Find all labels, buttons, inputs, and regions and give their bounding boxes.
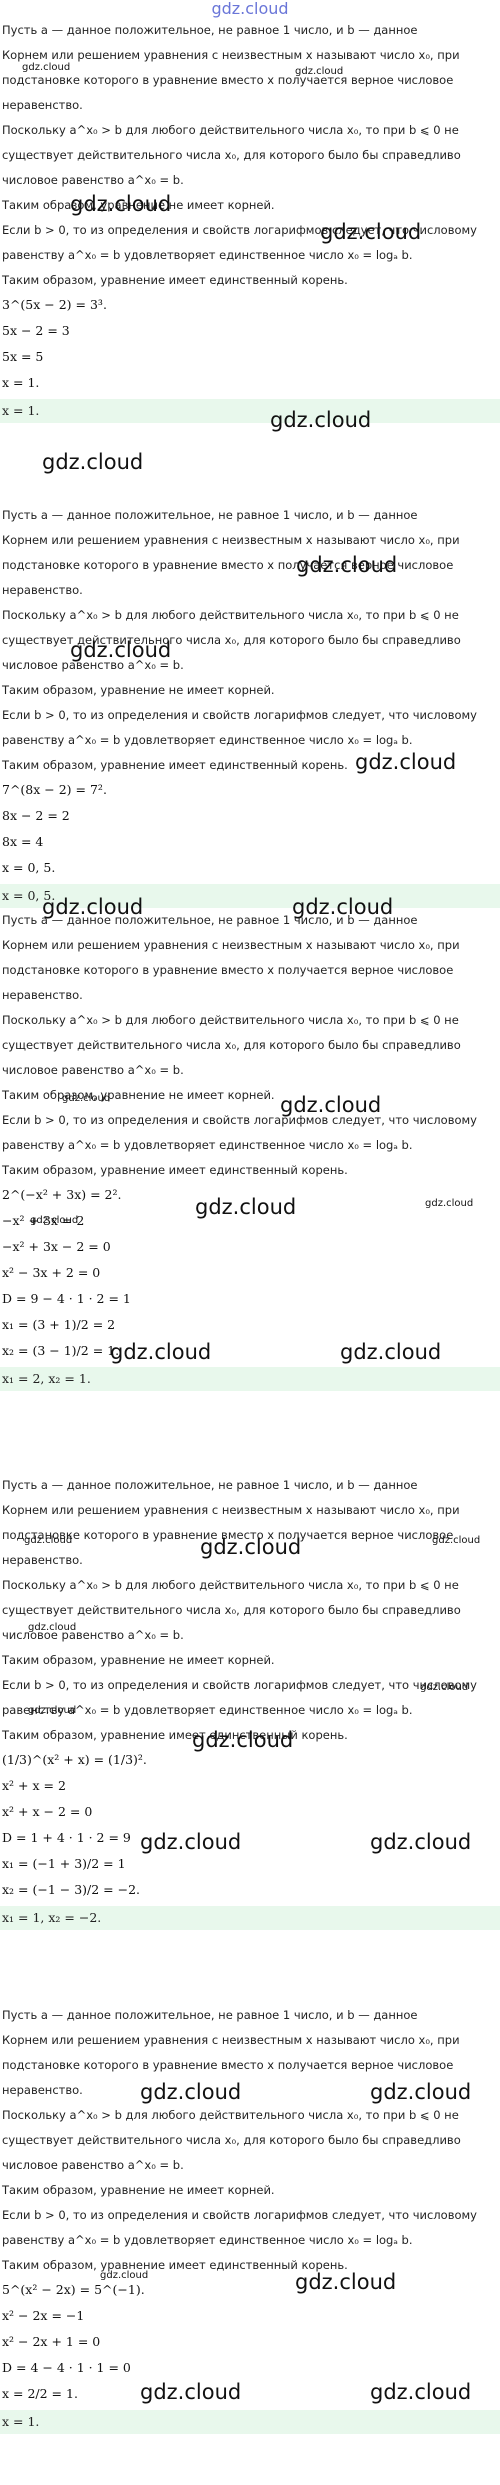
- theory-text: равенству a^x₀ = b удовлетворяет единств…: [2, 1138, 413, 1152]
- answer-box: x₁ = 1, x₂ = −2.: [0, 1906, 500, 1930]
- theory-text: Таким образом, уравнение не имеет корней…: [2, 1653, 275, 1667]
- theory-text: Пусть a — данное положительное, не равно…: [2, 508, 418, 522]
- theory-text: равенству a^x₀ = b удовлетворяет единств…: [2, 1703, 413, 1717]
- theory-text: подстановке которого в уравнение вместо …: [2, 2058, 454, 2072]
- solution-section-1: Пусть a — данное положительное, не равно…: [0, 20, 500, 423]
- theory-text: неравенство.: [2, 988, 83, 1002]
- theory-text: существует действительного числа x₀, для…: [2, 148, 461, 162]
- theory-text: неравенство.: [2, 2083, 83, 2097]
- math-step: D = 9 − 4 · 1 · 2 = 1: [2, 1291, 131, 1306]
- theory-text: Таким образом, уравнение не имеет корней…: [2, 2183, 275, 2197]
- solution-section-3: Пусть a — данное положительное, не равно…: [0, 910, 500, 1391]
- math-step: D = 1 + 4 · 1 · 2 = 9: [2, 1830, 131, 1845]
- theory-text: Таким образом, уравнение не имеет корней…: [2, 198, 275, 212]
- theory-text: существует действительного числа x₀, для…: [2, 1038, 461, 1052]
- theory-text: Поскольку a^x₀ > b для любого действител…: [2, 608, 459, 622]
- theory-text: подстановке которого в уравнение вместо …: [2, 73, 454, 87]
- math-step: D = 4 − 4 · 1 · 1 = 0: [2, 2360, 131, 2375]
- theory-text: равенству a^x₀ = b удовлетворяет единств…: [2, 733, 413, 747]
- theory-text: равенству a^x₀ = b удовлетворяет единств…: [2, 2233, 413, 2247]
- theory-text: Корнем или решением уравнения с неизвест…: [2, 48, 460, 62]
- math-step: x² − 2x + 1 = 0: [2, 2334, 101, 2349]
- theory-text: числовое равенство a^x₀ = b.: [2, 173, 184, 187]
- theory-text: Корнем или решением уравнения с неизвест…: [2, 2033, 460, 2047]
- answer-box: x = 0, 5.: [0, 884, 500, 908]
- math-step: x = 1.: [2, 375, 40, 390]
- math-step: 7^(8x − 2) = 7².: [2, 782, 107, 797]
- theory-text: Пусть a — данное положительное, не равно…: [2, 2008, 418, 2022]
- answer-box: x₁ = 2, x₂ = 1.: [0, 1367, 500, 1391]
- math-step: −x² + 3x − 2 = 0: [2, 1239, 111, 1254]
- theory-text: неравенство.: [2, 583, 83, 597]
- math-step: 2^(−x² + 3x) = 2².: [2, 1187, 122, 1202]
- math-step: x² + x = 2: [2, 1778, 66, 1793]
- theory-text: Если b > 0, то из определения и свойств …: [2, 1113, 477, 1127]
- theory-text: числовое равенство a^x₀ = b.: [2, 658, 184, 672]
- theory-text: подстановке которого в уравнение вместо …: [2, 1528, 454, 1542]
- theory-text: Таким образом, уравнение имеет единствен…: [2, 273, 348, 287]
- site-logo[interactable]: gdz.cloud: [211, 0, 289, 18]
- math-step: x₂ = (−1 − 3)/2 = −2.: [2, 1882, 141, 1897]
- theory-text: Таким образом, уравнение имеет единствен…: [2, 758, 348, 772]
- theory-text: Таким образом, уравнение имеет единствен…: [2, 1163, 348, 1177]
- theory-text: Таким образом, уравнение имеет единствен…: [2, 2258, 348, 2272]
- theory-text: Таким образом, уравнение не имеет корней…: [2, 683, 275, 697]
- theory-text: Пусть a — данное положительное, не равно…: [2, 913, 418, 927]
- math-step: 3^(5x − 2) = 3³.: [2, 297, 107, 312]
- theory-text: Если b > 0, то из определения и свойств …: [2, 223, 477, 237]
- theory-text: Пусть a — данное положительное, не равно…: [2, 23, 418, 37]
- theory-text: Таким образом, уравнение не имеет корней…: [2, 1088, 275, 1102]
- solution-section-5: Пусть a — данное положительное, не равно…: [0, 2005, 500, 2434]
- answer-box: x = 1.: [0, 2410, 500, 2434]
- math-step: x² − 2x = −1: [2, 2308, 85, 2323]
- theory-text: Поскольку a^x₀ > b для любого действител…: [2, 1578, 459, 1592]
- math-step: −x² + 3x = 2: [2, 1213, 85, 1228]
- theory-text: подстановке которого в уравнение вместо …: [2, 558, 454, 572]
- theory-text: числовое равенство a^x₀ = b.: [2, 1628, 184, 1642]
- theory-text: существует действительного числа x₀, для…: [2, 1603, 461, 1617]
- theory-text: Если b > 0, то из определения и свойств …: [2, 1678, 477, 1692]
- theory-text: Пусть a — данное положительное, не равно…: [2, 1478, 418, 1492]
- theory-text: неравенство.: [2, 1553, 83, 1567]
- math-step: (1/3)^(x² + x) = (1/3)².: [2, 1752, 147, 1767]
- theory-text: Корнем или решением уравнения с неизвест…: [2, 533, 460, 547]
- math-step: x₁ = (3 + 1)/2 = 2: [2, 1317, 116, 1332]
- theory-text: числовое равенство a^x₀ = b.: [2, 1063, 184, 1077]
- theory-text: существует действительного числа x₀, для…: [2, 2133, 461, 2147]
- math-step: x² + x − 2 = 0: [2, 1804, 93, 1819]
- solution-section-4: Пусть a — данное положительное, не равно…: [0, 1475, 500, 1930]
- theory-text: Если b > 0, то из определения и свойств …: [2, 708, 477, 722]
- math-step: 5x − 2 = 3: [2, 323, 70, 338]
- math-step: x₁ = (−1 + 3)/2 = 1: [2, 1856, 126, 1871]
- math-step: x = 2/2 = 1.: [2, 2386, 78, 2401]
- theory-text: Таким образом, уравнение имеет единствен…: [2, 1728, 348, 1742]
- math-step: x² − 3x + 2 = 0: [2, 1265, 101, 1280]
- math-step: 5^(x² − 2x) = 5^(−1).: [2, 2282, 145, 2297]
- theory-text: подстановке которого в уравнение вместо …: [2, 963, 454, 977]
- theory-text: неравенство.: [2, 98, 83, 112]
- theory-text: числовое равенство a^x₀ = b.: [2, 2158, 184, 2172]
- theory-text: существует действительного числа x₀, для…: [2, 633, 461, 647]
- theory-text: Корнем или решением уравнения с неизвест…: [2, 938, 460, 952]
- math-step: 5x = 5: [2, 349, 44, 364]
- math-step: x = 0, 5.: [2, 860, 56, 875]
- theory-text: равенству a^x₀ = b удовлетворяет единств…: [2, 248, 413, 262]
- theory-text: Поскольку a^x₀ > b для любого действител…: [2, 123, 459, 137]
- math-step: 8x = 4: [2, 834, 44, 849]
- solution-section-2: Пусть a — данное положительное, не равно…: [0, 505, 500, 908]
- theory-text: Если b > 0, то из определения и свойств …: [2, 2208, 477, 2222]
- watermark: gdz.cloud: [42, 450, 144, 474]
- math-step: 8x − 2 = 2: [2, 808, 70, 823]
- math-step: x₂ = (3 − 1)/2 = 1.: [2, 1343, 120, 1358]
- theory-text: Поскольку a^x₀ > b для любого действител…: [2, 1013, 459, 1027]
- theory-text: Корнем или решением уравнения с неизвест…: [2, 1503, 460, 1517]
- answer-box: x = 1.: [0, 399, 500, 423]
- theory-text: Поскольку a^x₀ > b для любого действител…: [2, 2108, 459, 2122]
